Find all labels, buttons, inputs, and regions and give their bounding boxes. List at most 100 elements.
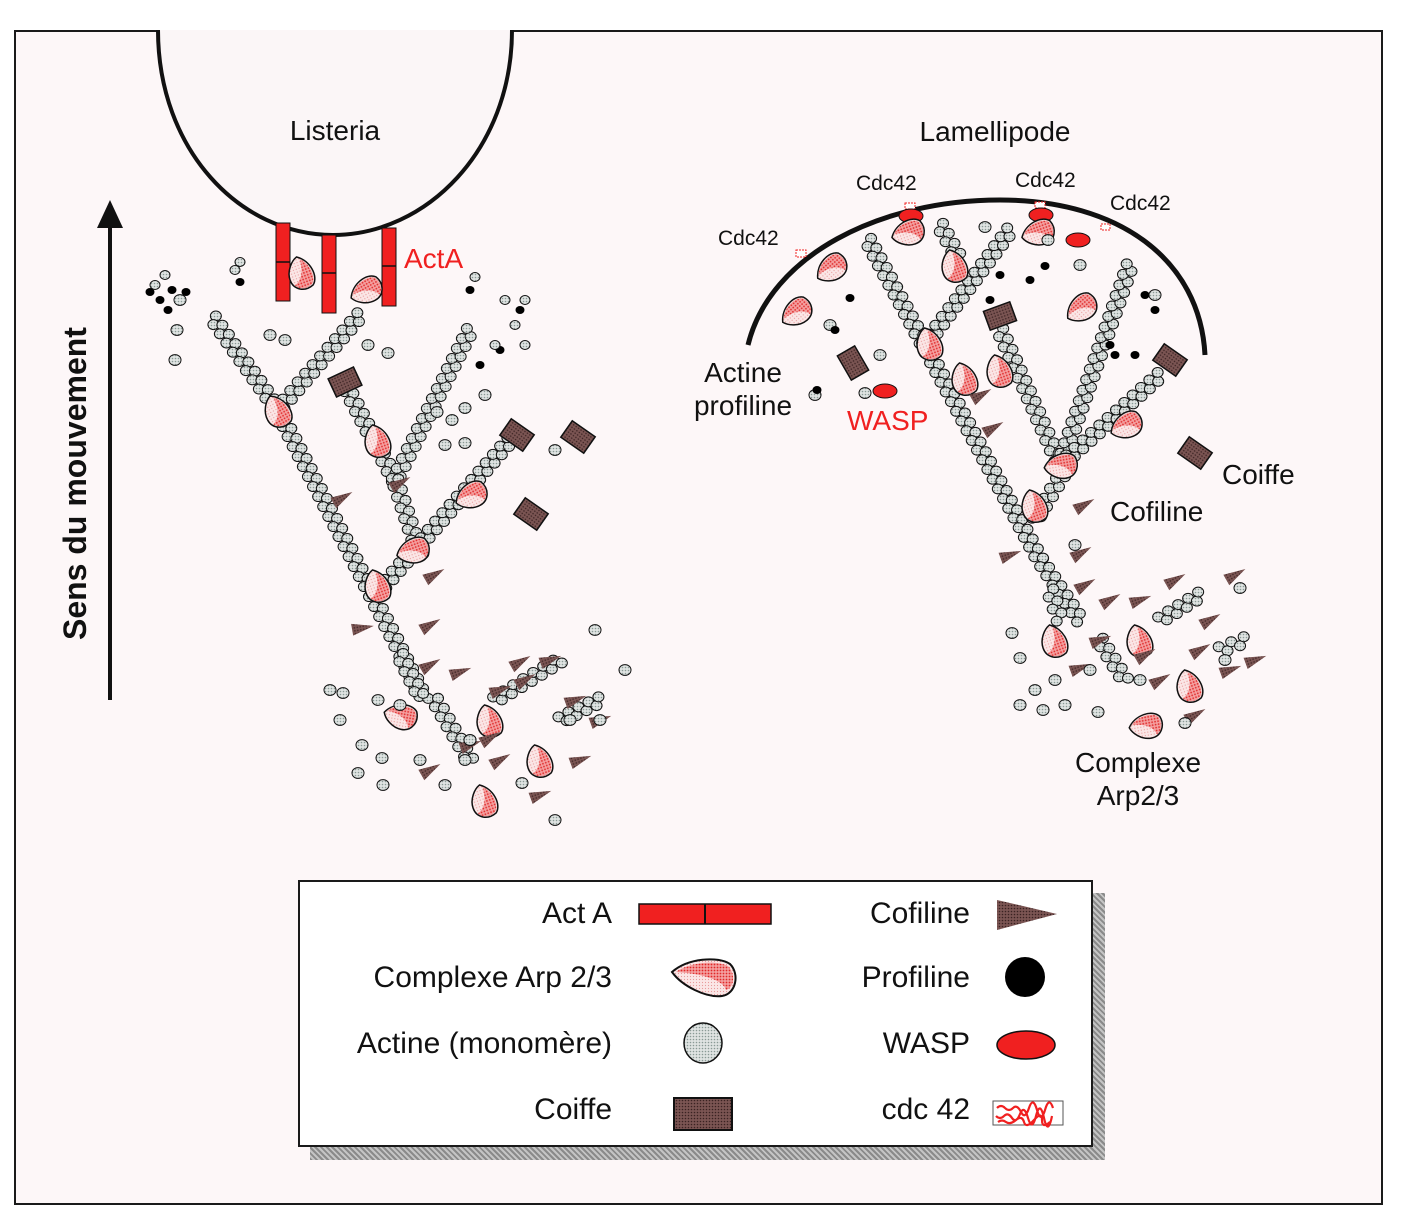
actin-monomer (323, 684, 337, 696)
capping-protein (836, 344, 870, 382)
cofiline-label: Cofiline (1110, 496, 1203, 527)
actin-monomer (1178, 717, 1192, 729)
profilin (1105, 341, 1115, 349)
cdc42-label: Cdc42 (856, 172, 917, 195)
arp23-complex (288, 256, 316, 290)
actin-monomer (593, 714, 607, 726)
wasp-label: WASP (847, 405, 928, 436)
actin-monomer (1152, 375, 1165, 387)
actin-monomer (170, 324, 184, 336)
arp23-complex (383, 704, 418, 731)
legend-label: Actine (monomère) (356, 1027, 612, 1060)
legend-item-arp23: Complexe Arp 2/3 (300, 958, 737, 998)
capping-protein (559, 419, 597, 455)
cofilin (488, 754, 511, 771)
actin-monomer (515, 777, 529, 789)
actin-monomer (300, 376, 313, 388)
profilin (812, 386, 822, 394)
actin-monomer (445, 414, 459, 426)
actin-monomer (336, 687, 350, 699)
actin-monomer (1041, 234, 1055, 246)
actin-monomer (463, 734, 477, 746)
legend-label: Act A (541, 897, 612, 930)
actin-monomer (1005, 627, 1019, 639)
actin-monomer (1058, 699, 1072, 711)
actin-monomer (351, 307, 364, 319)
arp23-complex (526, 744, 554, 778)
actin-monomer (588, 624, 602, 636)
actin-monomer (1048, 674, 1062, 686)
cdc42-pattern-icon (992, 1100, 1064, 1128)
actin-monomer (333, 714, 347, 726)
actin-monomer (375, 752, 389, 764)
actin-monomer (1036, 704, 1050, 716)
legend-item-wasp: WASP (820, 1024, 1056, 1064)
actin-monomer (1160, 614, 1173, 626)
acta-label: ActA (404, 243, 463, 274)
actin-monomer (361, 339, 375, 351)
cofilin (528, 790, 552, 805)
arp23-complex (364, 569, 392, 603)
profilin (1130, 351, 1140, 359)
actin-monomer (149, 280, 161, 290)
cofilin (458, 740, 482, 755)
actin-monomer (438, 439, 452, 451)
legend-label: Complexe Arp 2/3 (373, 961, 612, 994)
cofilin (418, 764, 441, 781)
legend-item-actin: Actine (monomère) (300, 1022, 723, 1064)
actin-monomer (315, 359, 328, 371)
cofilin (351, 623, 374, 636)
actin-monomer (509, 320, 521, 330)
actin-monomer (293, 385, 306, 397)
acta-bar (381, 227, 397, 307)
cofilin (422, 569, 445, 586)
actin-monomer (978, 221, 992, 233)
arp23-complex (350, 275, 383, 304)
arp23-complex (1066, 292, 1098, 322)
profilin (1025, 276, 1035, 284)
actin-monomer (323, 350, 336, 362)
actin-monomer (548, 814, 562, 826)
actin-monomer (545, 663, 558, 675)
actin-monomer (355, 739, 369, 751)
capping-protein (1151, 342, 1189, 378)
profilin (515, 306, 525, 314)
actin-monomer (1234, 640, 1247, 652)
arp23-complex (816, 252, 848, 282)
actin-monomer (1083, 664, 1097, 676)
profilin (181, 288, 191, 296)
wasp-ellipse (1065, 232, 1091, 248)
actin-monomer (278, 334, 292, 346)
arp23-complex (364, 424, 392, 458)
profilin (1150, 306, 1160, 314)
actin-monomer (618, 664, 632, 676)
cofilin (1073, 579, 1096, 596)
arp23-complex (951, 362, 979, 396)
cofilin (568, 755, 592, 770)
legend-item-coiffe: Coiffe (300, 1090, 733, 1131)
capping-protein (512, 496, 550, 532)
actin-monomer (495, 694, 508, 706)
actin-monomer (563, 714, 577, 726)
cofilin (388, 477, 411, 494)
cofilin (418, 619, 441, 636)
actin-monomer (1237, 631, 1250, 643)
cofilin (448, 667, 472, 682)
arp23-complex (264, 395, 293, 428)
actin-monomer (1077, 443, 1090, 455)
actin-monomer (499, 295, 511, 305)
actin-monomer (352, 316, 365, 328)
arp23-complex (1176, 669, 1204, 703)
actin-monomer (430, 524, 443, 536)
actin-monomer (413, 754, 427, 766)
actin-monomer (590, 700, 603, 712)
arp23-complex (1128, 712, 1163, 740)
cofilin (1088, 635, 1112, 650)
actin-monomer (519, 295, 531, 305)
legend-label: cdc 42 (881, 1093, 970, 1126)
actin-monomer (1085, 435, 1098, 447)
actin-monomer-icon (683, 1022, 723, 1064)
actin-monomer (1127, 398, 1140, 410)
profilin (1040, 262, 1050, 270)
actin-monomer (489, 340, 501, 350)
